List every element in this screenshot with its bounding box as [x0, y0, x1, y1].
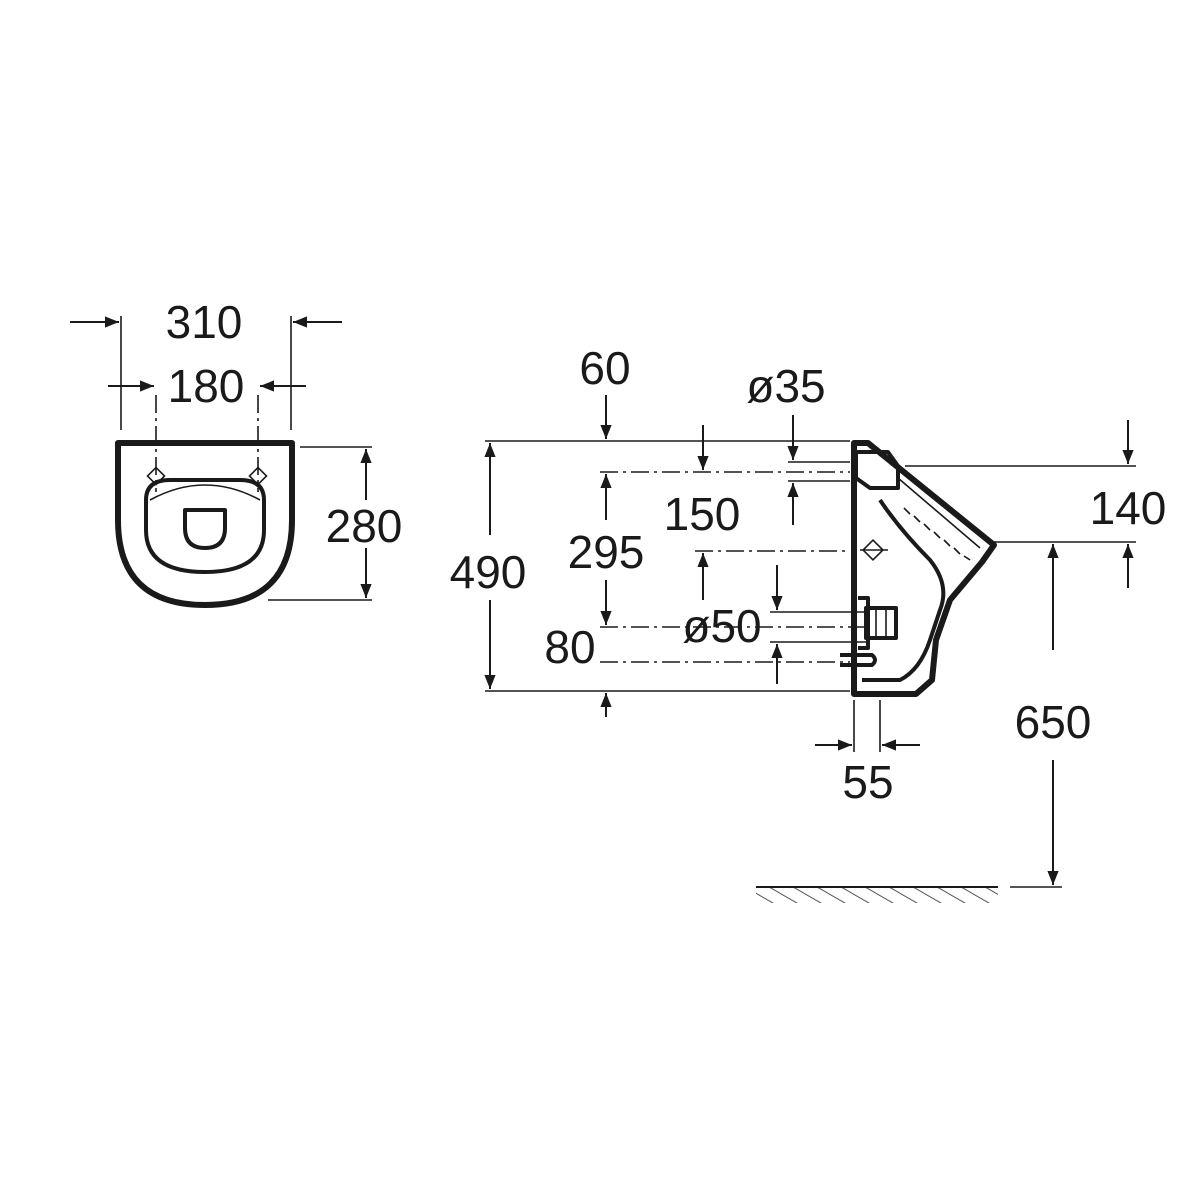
- label-floor-height: 650: [1015, 696, 1092, 748]
- dim-80: 80: [544, 621, 612, 717]
- label-fixing-spacing: 180: [168, 360, 245, 412]
- front-basin-rim: [149, 484, 261, 501]
- dim-295: 295: [568, 474, 645, 625]
- label-dim-80: 80: [544, 621, 595, 673]
- dim-150: 150: [664, 425, 741, 600]
- side-inner-basin: [862, 498, 946, 682]
- dim-floor-height: 650: [1015, 544, 1092, 885]
- dim-inlet-diameter: ø35: [746, 360, 850, 525]
- label-overall-height: 490: [450, 546, 527, 598]
- side-outlet-pipe: [840, 596, 898, 667]
- label-projection-top: 140: [1090, 482, 1167, 534]
- dim-projection-top: 140: [1090, 420, 1167, 588]
- label-dim-60: 60: [579, 342, 630, 394]
- dim-overall-height: 490: [450, 443, 527, 689]
- label-wall-offset: 55: [842, 756, 893, 808]
- dim-wall-offset: 55: [815, 700, 920, 808]
- dim-outlet-diameter: ø50: [682, 565, 866, 684]
- side-fixing-symbol: [860, 538, 888, 562]
- front-view: 310 180 280: [70, 296, 403, 608]
- front-fixing-right: [248, 395, 268, 492]
- side-inlet-block: [854, 450, 900, 490]
- side-body-outline: [851, 440, 997, 697]
- side-view: 490 60 295 80 150 ø3: [450, 342, 1167, 903]
- label-outlet-diameter: ø50: [682, 600, 761, 652]
- front-drain: [183, 508, 227, 550]
- front-basin-inner: [144, 478, 266, 574]
- label-inlet-diameter: ø35: [746, 360, 825, 412]
- dim-overall-width: 310: [70, 296, 342, 430]
- front-fixing-left: [146, 395, 166, 492]
- label-depth: 280: [326, 500, 403, 552]
- side-flush-surface: [897, 477, 981, 561]
- label-dim-295: 295: [568, 526, 645, 578]
- floor-line: [756, 886, 998, 903]
- label-overall-width: 310: [166, 296, 243, 348]
- dim-60: 60: [579, 342, 631, 439]
- label-dim-150: 150: [664, 488, 741, 540]
- dim-depth: 280: [268, 446, 403, 601]
- dim-fixing-spacing: 180: [108, 360, 306, 412]
